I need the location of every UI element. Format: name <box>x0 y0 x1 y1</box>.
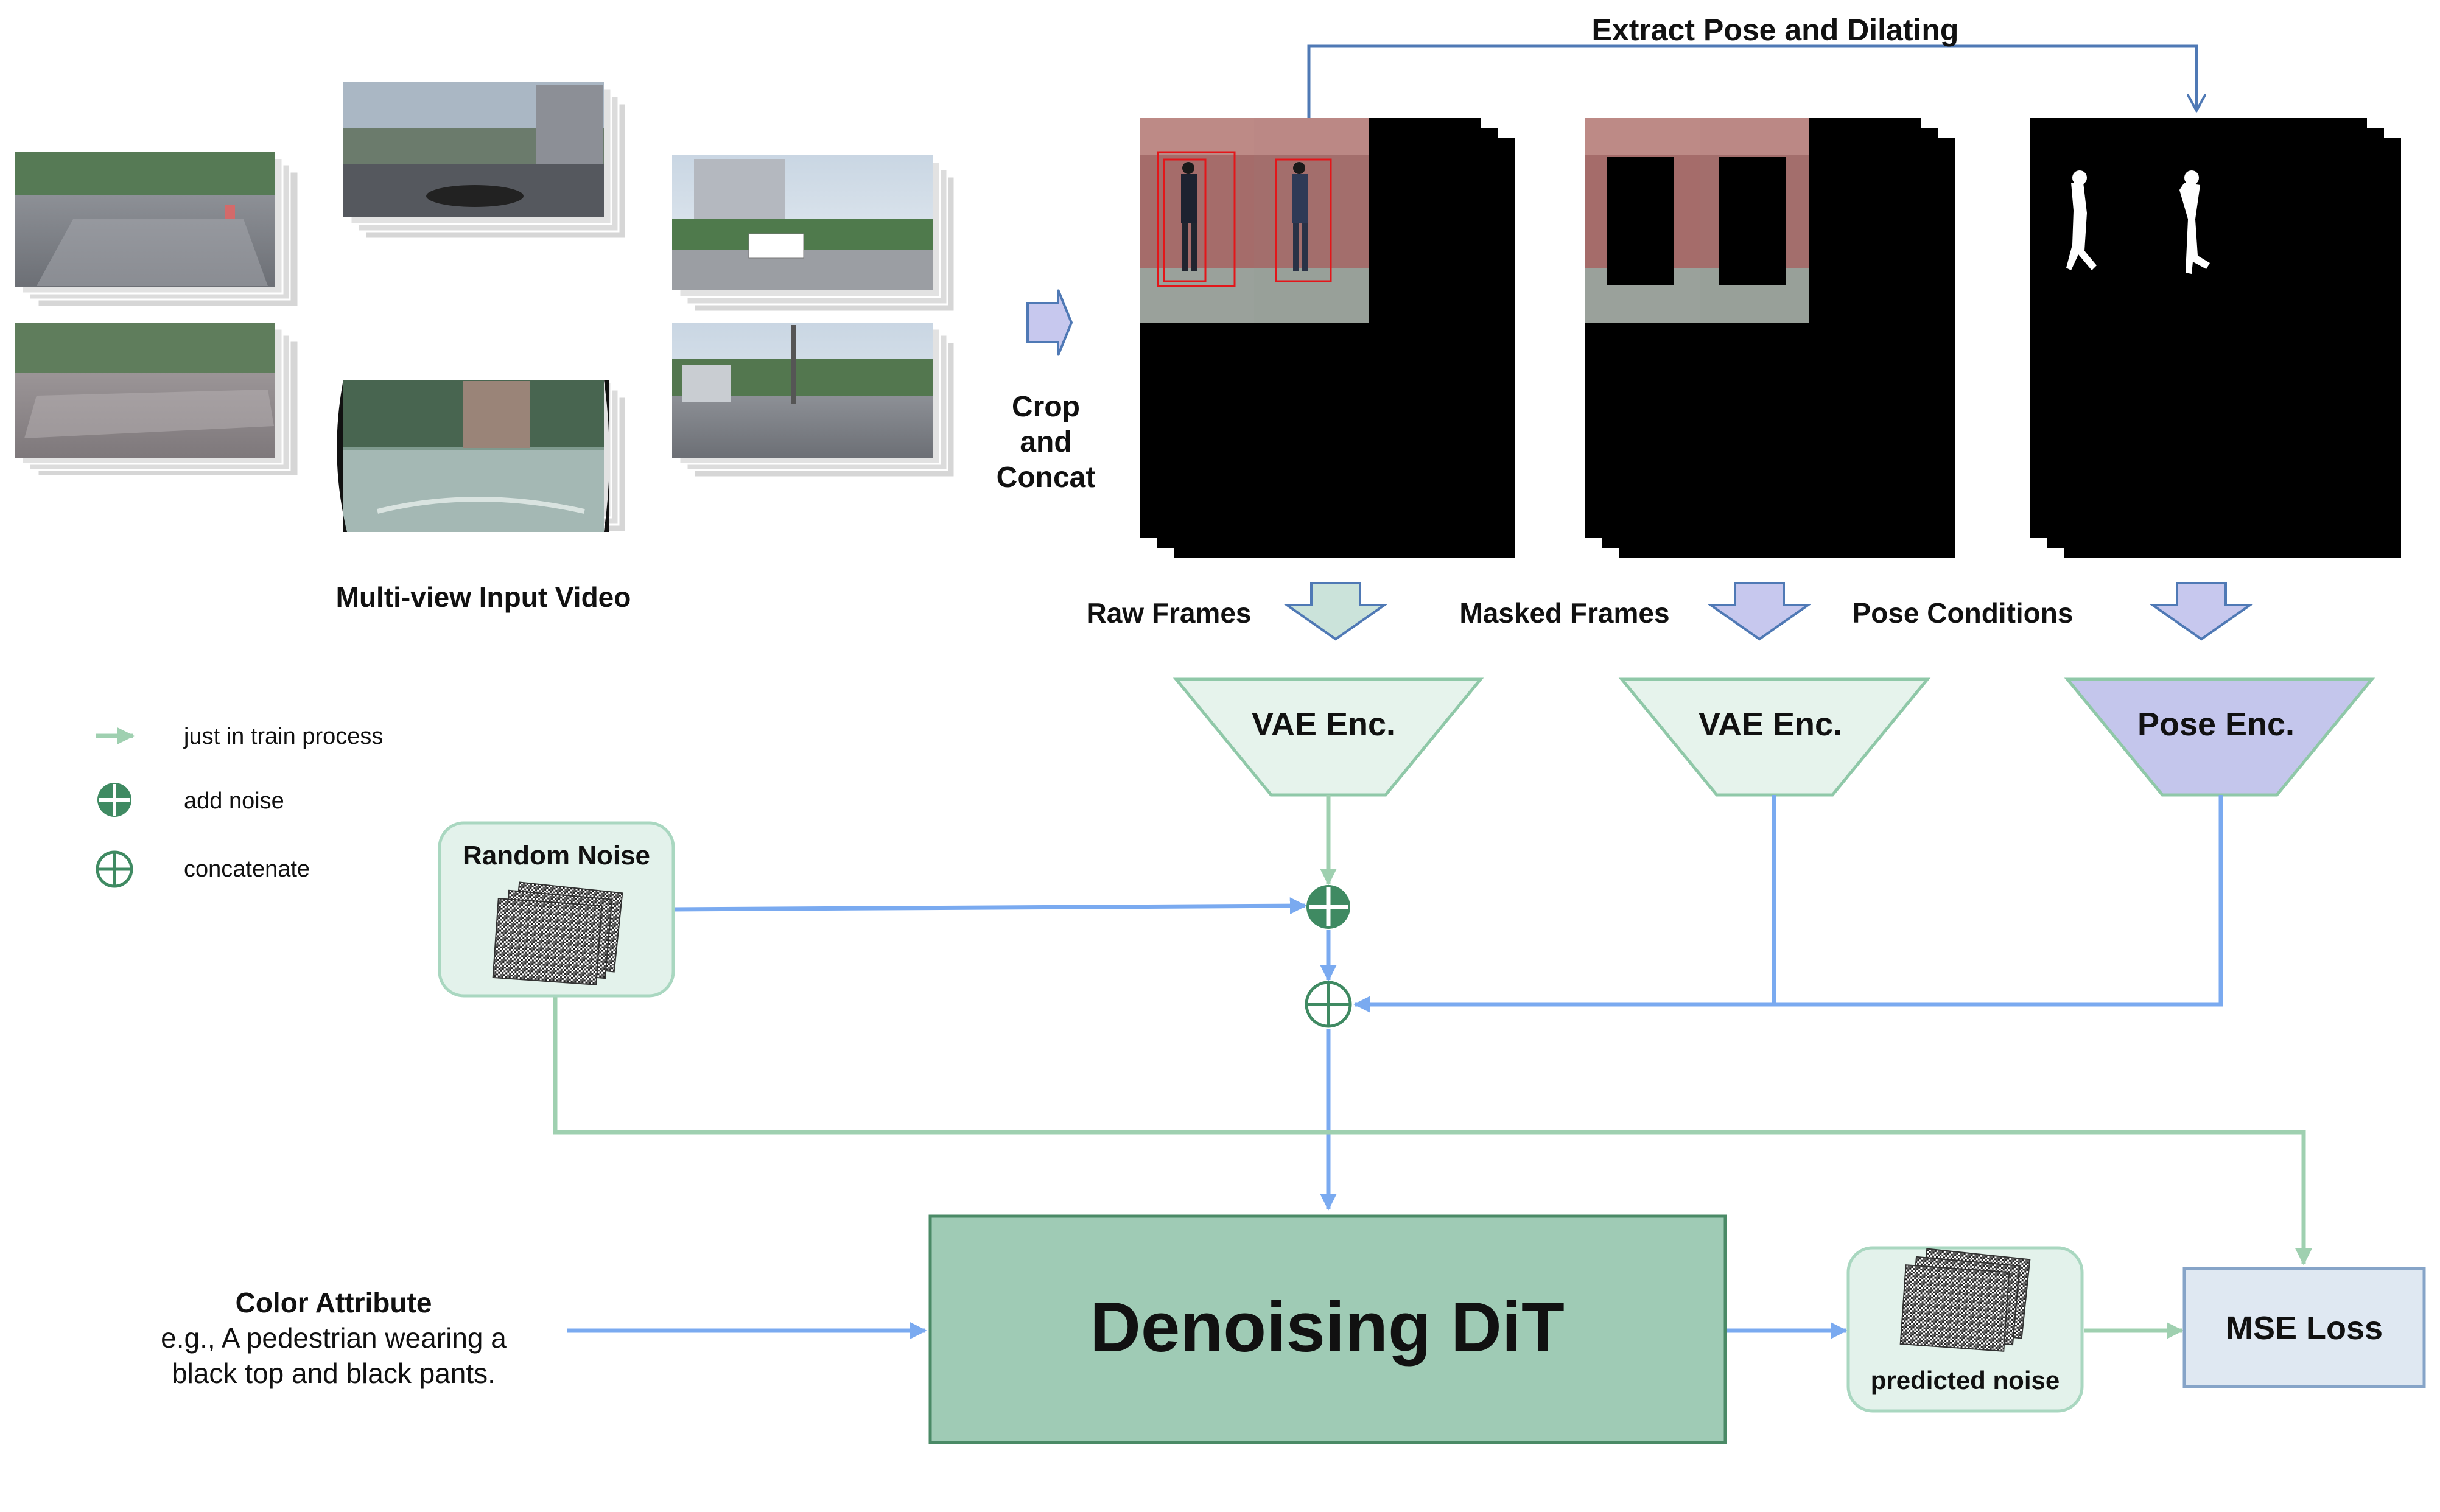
crop-and-concat-step: Crop and Concat <box>997 289 1096 494</box>
extract-pose-connector: Extract Pose and Dilating <box>1307 13 2196 119</box>
random-noise-label: Random Noise <box>463 841 650 870</box>
predicted-noise-label: predicted noise <box>1871 1366 2060 1395</box>
denoising-dit-label: Denoising DiT <box>1090 1287 1565 1367</box>
masked-down-arrow-icon <box>1706 582 1812 641</box>
view-thumbnail-front <box>343 82 627 240</box>
masked-crop-1 <box>1585 118 1700 323</box>
vae-encoder-raw-label: VAE Enc. <box>1252 706 1395 743</box>
pose-skeleton-1 <box>2066 170 2097 270</box>
random-noise-box: Random Noise <box>438 821 675 998</box>
view-thumbnail-front-left <box>15 152 300 308</box>
concatenate-icon <box>96 850 133 888</box>
noise-image-icon <box>492 881 623 985</box>
vae-encoder-masked: VAE Enc. <box>1618 677 1931 797</box>
legend-item-concatenate: concatenate <box>96 850 310 888</box>
raw-frames-label: Raw Frames <box>1086 597 1251 629</box>
view-thumbnail-front-right <box>672 155 956 313</box>
masked-crop-2 <box>1700 118 1809 323</box>
pose-conditions-stack <box>2030 118 2401 558</box>
view-thumbnail-back-right <box>672 323 956 478</box>
extract-pose-label: Extract Pose and Dilating <box>1592 13 1959 47</box>
predicted-noise-box: predicted noise <box>1846 1246 2084 1413</box>
masked-frames-label: Masked Frames <box>1459 597 1669 629</box>
mse-loss-box: MSE Loss <box>2182 1267 2426 1388</box>
color-attribute-line2: black top and black pants. <box>172 1357 496 1389</box>
legend: just in train process add noise concaten… <box>96 724 383 888</box>
predicted-noise-image-icon <box>1899 1248 2031 1352</box>
vae-encoder-masked-label: VAE Enc. <box>1699 706 1842 743</box>
legend-label-add-noise: add noise <box>184 788 284 814</box>
multiview-video-thumbnails: Multi-view Input Video <box>15 82 956 613</box>
multiview-input-label: Multi-view Input Video <box>336 581 631 613</box>
raw-frames-stack <box>1140 118 1515 558</box>
raw-crop-2 <box>1254 118 1369 323</box>
concatenate-node <box>1305 981 1352 1028</box>
add-noise-icon <box>97 783 131 817</box>
pose-encoder: Pose Enc. <box>2064 677 2375 797</box>
denoising-dit-block: Denoising DiT <box>928 1214 1727 1444</box>
masked-frames-stack <box>1585 118 1955 558</box>
crop-label-line3: Concat <box>997 461 1096 494</box>
legend-item-train-process: just in train process <box>96 724 383 749</box>
color-attribute-title: Color Attribute <box>236 1287 432 1318</box>
pose-encoder-label: Pose Enc. <box>2137 706 2295 743</box>
raw-down-arrow-icon <box>1283 582 1389 641</box>
legend-item-add-noise: add noise <box>97 783 284 817</box>
add-noise-node <box>1306 885 1350 929</box>
pose-skeleton-2 <box>2179 170 2210 274</box>
crop-label-line1: Crop <box>1012 391 1080 423</box>
pose-down-arrow-icon <box>2148 582 2254 641</box>
crop-label-line2: and <box>1020 426 1071 458</box>
view-thumbnail-back <box>337 380 627 533</box>
crop-arrow-icon <box>1026 289 1073 356</box>
connections <box>553 795 2312 1339</box>
color-attribute-text: Color Attribute e.g., A pedestrian weari… <box>161 1287 507 1389</box>
raw-crop-1 <box>1140 118 1254 323</box>
view-thumbnail-back-left <box>15 323 300 477</box>
mse-loss-label: MSE Loss <box>2226 1310 2383 1346</box>
vae-encoder-raw: VAE Enc. <box>1173 677 1484 797</box>
pose-conditions-label: Pose Conditions <box>1853 597 2074 629</box>
legend-label-concatenate: concatenate <box>184 856 310 882</box>
legend-label-train-process: just in train process <box>183 724 383 749</box>
color-attribute-line1: e.g., A pedestrian wearing a <box>161 1322 507 1354</box>
